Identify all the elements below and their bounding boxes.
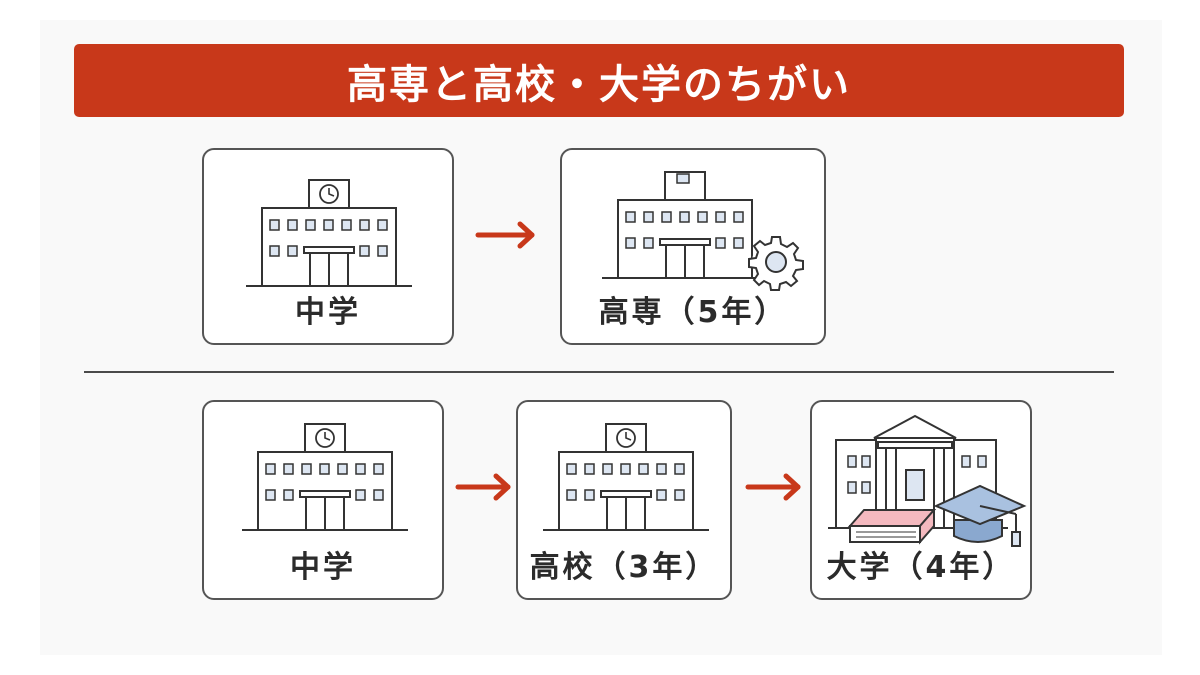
card-label: 中学 <box>295 295 361 330</box>
school-building-icon <box>542 423 710 531</box>
row-divider <box>84 371 1114 373</box>
school-building-icon <box>241 423 409 531</box>
card-high-school: 高校（3年） <box>516 400 732 600</box>
card-technical-college: 高専（5年） <box>560 148 826 345</box>
technical-college-gear-icon <box>601 171 804 291</box>
arrow-right-icon <box>745 473 801 501</box>
title-banner: 高専と高校・大学のちがい <box>74 44 1124 117</box>
card-junior-high-row2: 中学 <box>202 400 444 600</box>
arrow-right-icon <box>455 473 511 501</box>
card-label: 高専（5年） <box>598 295 788 330</box>
card-label: 大学（4年） <box>826 550 1016 585</box>
arrow-right-icon <box>475 221 535 249</box>
card-label: 中学 <box>290 550 356 585</box>
card-university: 大学（4年） <box>810 400 1032 600</box>
diagram-title: 高専と高校・大学のちがい <box>347 61 851 108</box>
school-building-icon <box>245 179 413 287</box>
card-junior-high-row1: 中学 <box>202 148 454 345</box>
card-label: 高校（3年） <box>529 550 719 585</box>
university-book-cap-icon <box>828 414 1027 547</box>
